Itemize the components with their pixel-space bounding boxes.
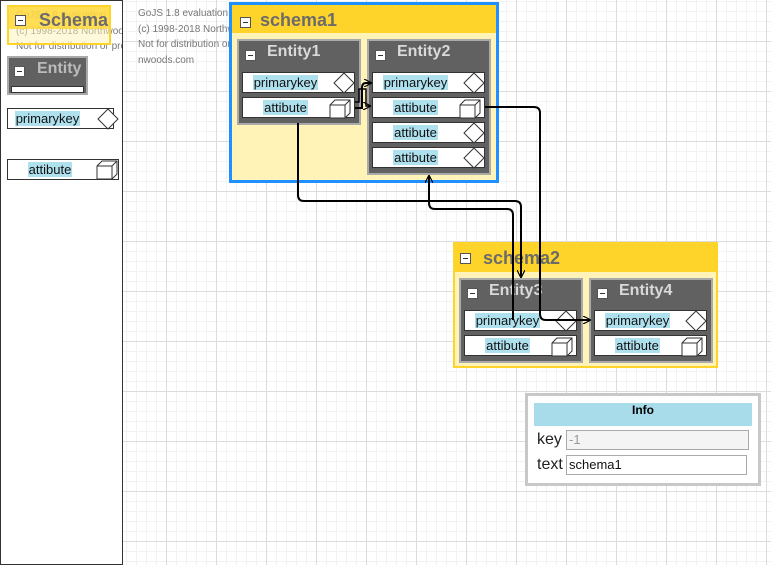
field-text: attibute [263,100,308,115]
field-text: primarykey [474,313,541,328]
collapse-minus-icon[interactable] [240,17,251,28]
entity4-field-primarykey[interactable]: primarykey [594,310,707,332]
info-key-label: key [537,431,562,448]
watermark-line: nwoods.com [138,54,195,66]
palette-schema-template[interactable]: Schema [7,5,111,45]
field-text: primarykey [252,75,319,90]
cube-icon [681,337,703,357]
collapse-minus-icon[interactable] [245,50,256,61]
entity1-field-attribute[interactable]: attibute [242,97,355,119]
watermark-line: Not for distribution or production use [16,41,122,52]
link-entity1-entity2-b[interactable] [355,88,370,106]
field-label: attibute [373,150,458,165]
info-key-field[interactable]: -1 [566,430,749,450]
entity4-field-attribute[interactable]: attibute [594,335,707,357]
info-title: Info [534,403,752,426]
collapse-minus-icon [14,66,25,77]
entity4-title: Entity4 [619,282,673,299]
collapse-minus-icon [15,15,26,26]
link-entity3-entity2[interactable] [429,176,514,320]
field-label: primarykey [243,75,328,90]
palette-entity-title: Entity [37,60,82,77]
field-label: attibute [595,338,680,353]
field-text: primarykey [604,313,671,328]
entity2-field-attribute-2[interactable]: attibute [372,122,485,144]
field-text: attibute [393,100,438,115]
cube-icon [551,337,573,357]
entity2-field-attribute-1[interactable]: attibute [372,97,485,119]
cube-icon [329,99,351,119]
schema2-header [455,244,716,272]
field-text: attibute [485,338,530,353]
cube-icon [459,99,481,119]
field-label: primarykey [373,75,458,90]
palette-primarykey-template[interactable]: primarykey [7,108,119,130]
palette-schema-title: Schema [39,10,109,30]
info-text-field[interactable]: schema1 [566,455,747,475]
palette-attribute-label: attibute [8,162,92,177]
info-text-label: text [537,456,563,473]
collapse-minus-icon[interactable] [467,288,478,299]
diamond-icon [463,147,485,169]
schema1-header [232,5,496,33]
diamond-icon [463,122,485,144]
palette-schema-header [9,7,109,29]
palette-attribute-template[interactable]: attibute [7,159,119,180]
field-label: attibute [373,125,458,140]
link-entity1-entity3[interactable] [297,123,521,277]
field-label: attibute [465,338,550,353]
field-text: attibute [615,338,660,353]
entity2-field-primarykey[interactable]: primarykey [372,72,485,94]
collapse-minus-icon[interactable] [460,253,471,264]
watermark-line: GoJS 1.8 evaluation [138,8,229,19]
entity3-field-attribute[interactable]: attibute [464,335,577,357]
palette-entity-template[interactable]: Entity [7,56,88,95]
collapse-minus-icon[interactable] [375,50,386,61]
link-entity1-entity2[interactable] [355,83,371,109]
field-text: attibute [393,150,438,165]
palette-panel: GoJS 1.8 evaluation(c) 1998-2018 Northwo… [0,0,123,565]
primarykey-text: primarykey [14,111,81,126]
field-label: primarykey [465,313,550,328]
entity2-title: Entity2 [397,43,451,60]
attribute-text: attibute [27,162,73,177]
entity2-field-attribute-3[interactable]: attibute [372,147,485,169]
field-label: attibute [243,100,328,115]
field-label: attibute [373,100,458,115]
palette-primarykey-label: primarykey [8,111,87,126]
entity3-field-primarykey[interactable]: primarykey [464,310,577,332]
field-label: primarykey [595,313,680,328]
entity1-field-primarykey[interactable]: primarykey [242,72,355,94]
diamond-icon [685,310,707,332]
diamond-icon [463,72,485,94]
entity1-title: Entity1 [267,43,321,60]
diamond-icon [97,108,119,130]
field-text: primarykey [382,75,449,90]
collapse-minus-icon[interactable] [597,288,608,299]
info-panel: Info key -1 text schema1 [525,393,761,486]
field-text: attibute [393,125,438,140]
diamond-icon [333,72,355,94]
schema1-title: schema1 [260,10,338,30]
link-entity2-entity4[interactable] [485,106,590,320]
cube-icon [96,160,118,180]
palette-entity-body [11,86,84,93]
entity3-title: Entity3 [489,282,543,299]
